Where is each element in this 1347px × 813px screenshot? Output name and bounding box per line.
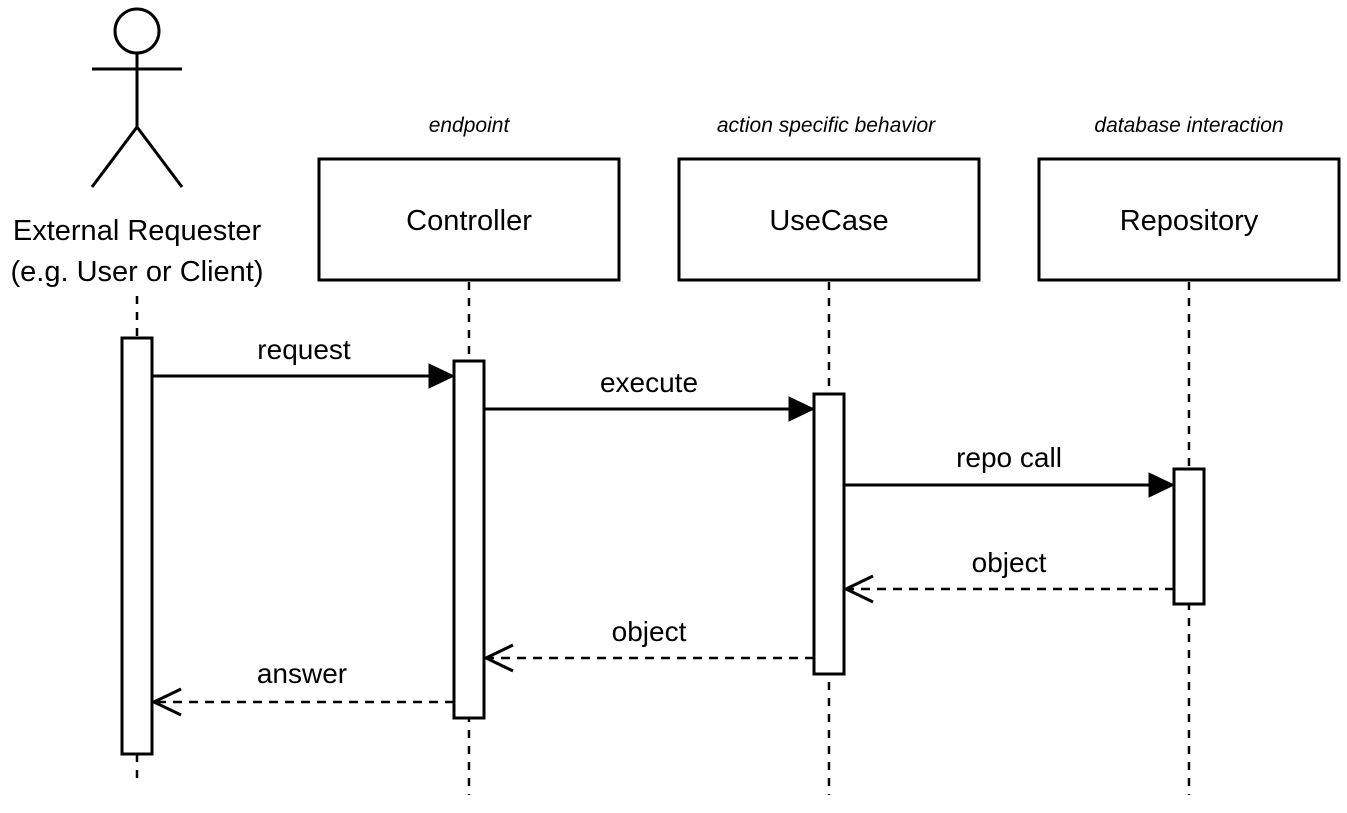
return-object-usecase-arrow: [482, 643, 814, 673]
repository-label: Repository: [1120, 205, 1259, 237]
repository-stereotype: database interaction: [1094, 114, 1283, 137]
actor-label-line1: External Requester: [13, 215, 262, 247]
usecase-stereotype: action specific behavior: [717, 114, 936, 137]
controller-label: Controller: [406, 205, 532, 237]
actor-left-leg: [90, 126, 139, 188]
actor-head: [113, 7, 161, 55]
controller-activation: [452, 359, 486, 720]
return-answer-label: answer: [257, 658, 347, 689]
controller-box: [317, 157, 621, 282]
usecase-label: UseCase: [769, 205, 888, 237]
controller-stereotype: endpoint: [429, 114, 511, 137]
actor-right-leg: [135, 126, 184, 188]
return-object-repository-arrow: [842, 574, 1174, 604]
message-repo-call-arrow: [844, 472, 1176, 498]
actor-activation: [120, 336, 154, 756]
usecase-box: [677, 157, 981, 282]
repository-activation: [1172, 467, 1206, 606]
repository-box: [1037, 157, 1341, 282]
usecase-activation: [812, 392, 846, 676]
message-repo-call-label: repo call: [956, 442, 1062, 473]
actor-label-line2: (e.g. User or Client): [10, 256, 263, 288]
message-request-label: request: [257, 334, 351, 365]
return-object-usecase-label: object: [612, 616, 687, 647]
message-request-arrow: [152, 363, 456, 389]
actor-figure: [90, 7, 184, 188]
message-execute-label: execute: [600, 367, 698, 398]
return-answer-arrow: [150, 687, 454, 717]
return-object-repository-label: object: [972, 547, 1047, 578]
message-execute-arrow: [484, 396, 816, 422]
